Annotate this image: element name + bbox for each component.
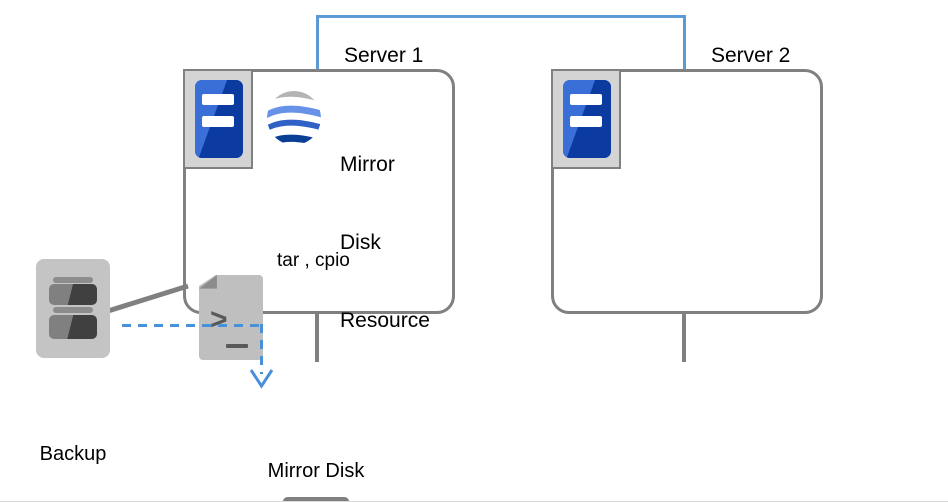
- server-2-label: Server 2: [711, 44, 791, 67]
- resource-label-line-1: Mirror: [340, 153, 395, 176]
- interconnect-link-right-drop: [683, 15, 686, 71]
- restore-flow-arrowhead: [249, 369, 274, 389]
- server-chip-bar-top: [202, 94, 234, 105]
- backup-device-disk-stack: [49, 277, 97, 339]
- interconnect-link-left-drop: [316, 15, 319, 71]
- interconnect-link-horizontal: [316, 15, 686, 18]
- backup-body-shading: [49, 315, 97, 339]
- server1-disk-cable: [315, 313, 319, 362]
- mirror-disk-resource-label: Mirror Disk Resource: [340, 100, 430, 386]
- backup-body-shading: [49, 284, 97, 305]
- server-chip: [563, 80, 611, 158]
- server-chip-bar-bottom: [570, 116, 602, 127]
- backup-device-label: Backup device: [8, 392, 138, 502]
- server-unit-icon: [183, 69, 253, 169]
- server-1-label: Server 1: [344, 44, 424, 67]
- server-chip: [195, 80, 243, 158]
- script-terminal-icon: >: [199, 275, 263, 360]
- server-chip-bar-bottom: [202, 116, 234, 127]
- tar-cpio-label: tar , cpio: [277, 250, 350, 271]
- backup-plate-top: [53, 277, 93, 283]
- mirror-disk-label: Mirror Disk: [267, 460, 365, 482]
- restore-flow-arrow-horizontal: [122, 324, 263, 327]
- script-prompt-glyph: >: [210, 303, 228, 336]
- script-cursor-underscore: [226, 344, 248, 348]
- backup-device-icon[interactable]: [36, 259, 110, 358]
- server2-disk-cable: [682, 313, 686, 362]
- resource-label-line-3: Resource: [340, 309, 430, 332]
- disk-stack-icon: [277, 497, 355, 502]
- backup-body-upper: [49, 284, 97, 305]
- restore-flow-arrow-vertical: [260, 324, 263, 374]
- server-unit-icon: [551, 69, 621, 169]
- mirror-disk-resource-globe-icon: [267, 91, 321, 145]
- disk-plate-top: [283, 497, 349, 502]
- backup-plate-middle: [53, 307, 93, 313]
- backup-device-label-line-1: Backup: [39, 443, 107, 465]
- backup-body-lower: [49, 315, 97, 339]
- resource-label-line-2: Disk: [340, 231, 381, 254]
- server-chip-bar-top: [570, 94, 602, 105]
- backup-device-cable: [107, 283, 189, 314]
